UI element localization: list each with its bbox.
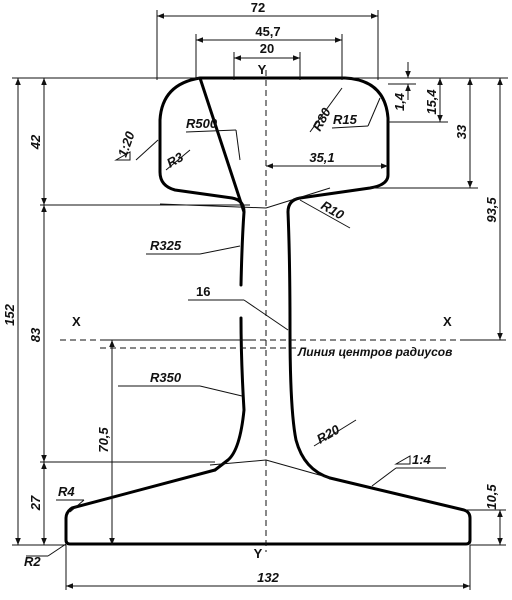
dim-total-height: 152 <box>2 303 17 325</box>
dim-web-16: 16 <box>196 284 210 299</box>
rail-foot-outline <box>64 468 472 546</box>
radius-r3: R3 <box>164 149 187 171</box>
dim-half-head-35-1: 35,1 <box>309 150 334 165</box>
rail-head-outline <box>158 76 390 214</box>
dim-head-width: 72 <box>251 0 265 15</box>
dim-head-33: 33 <box>454 124 469 139</box>
dim-head-1-4: 1,4 <box>392 92 407 111</box>
dim-foot-10-5: 10,5 <box>484 484 499 510</box>
radius-r20: R20 <box>314 421 343 446</box>
radius-r350: R350 <box>150 370 182 385</box>
slope-foot-icon <box>394 455 411 465</box>
radius-r15: R15 <box>333 112 358 127</box>
radius-r2: R2 <box>24 554 41 569</box>
x-axis-label-left: X <box>72 314 81 329</box>
dim-head-15-4: 15,4 <box>424 89 439 115</box>
dim-head-height: 42 <box>28 134 43 150</box>
radius-r500: R500 <box>186 116 218 131</box>
dim-foot-27: 27 <box>28 495 43 511</box>
slope-head-icon <box>114 151 131 161</box>
y-axis-label-top: Y <box>258 62 267 77</box>
dim-web-83: 83 <box>28 327 43 342</box>
rail-web-right-outline <box>286 210 332 480</box>
dim-base-width: 132 <box>257 570 279 585</box>
radius-r4: R4 <box>58 484 75 499</box>
y-axis-label-bottom: Y <box>254 546 263 561</box>
radii-center-line-label: Линия центров радиусов <box>297 345 452 359</box>
x-axis-label-right: X <box>443 314 452 329</box>
radius-r325: R325 <box>150 238 182 253</box>
radius-r80: R80 <box>309 105 334 134</box>
dim-foot-70-5: 70,5 <box>96 427 111 453</box>
dim-head-45-7: 45,7 <box>255 24 280 39</box>
radius-r10: R10 <box>319 198 348 223</box>
dim-web-93-5: 93,5 <box>484 197 499 223</box>
dim-head-20: 20 <box>260 41 274 56</box>
rail-web-left-outline <box>213 210 246 472</box>
slope-foot: 1:4 <box>412 452 432 467</box>
rail-profile <box>64 76 472 546</box>
